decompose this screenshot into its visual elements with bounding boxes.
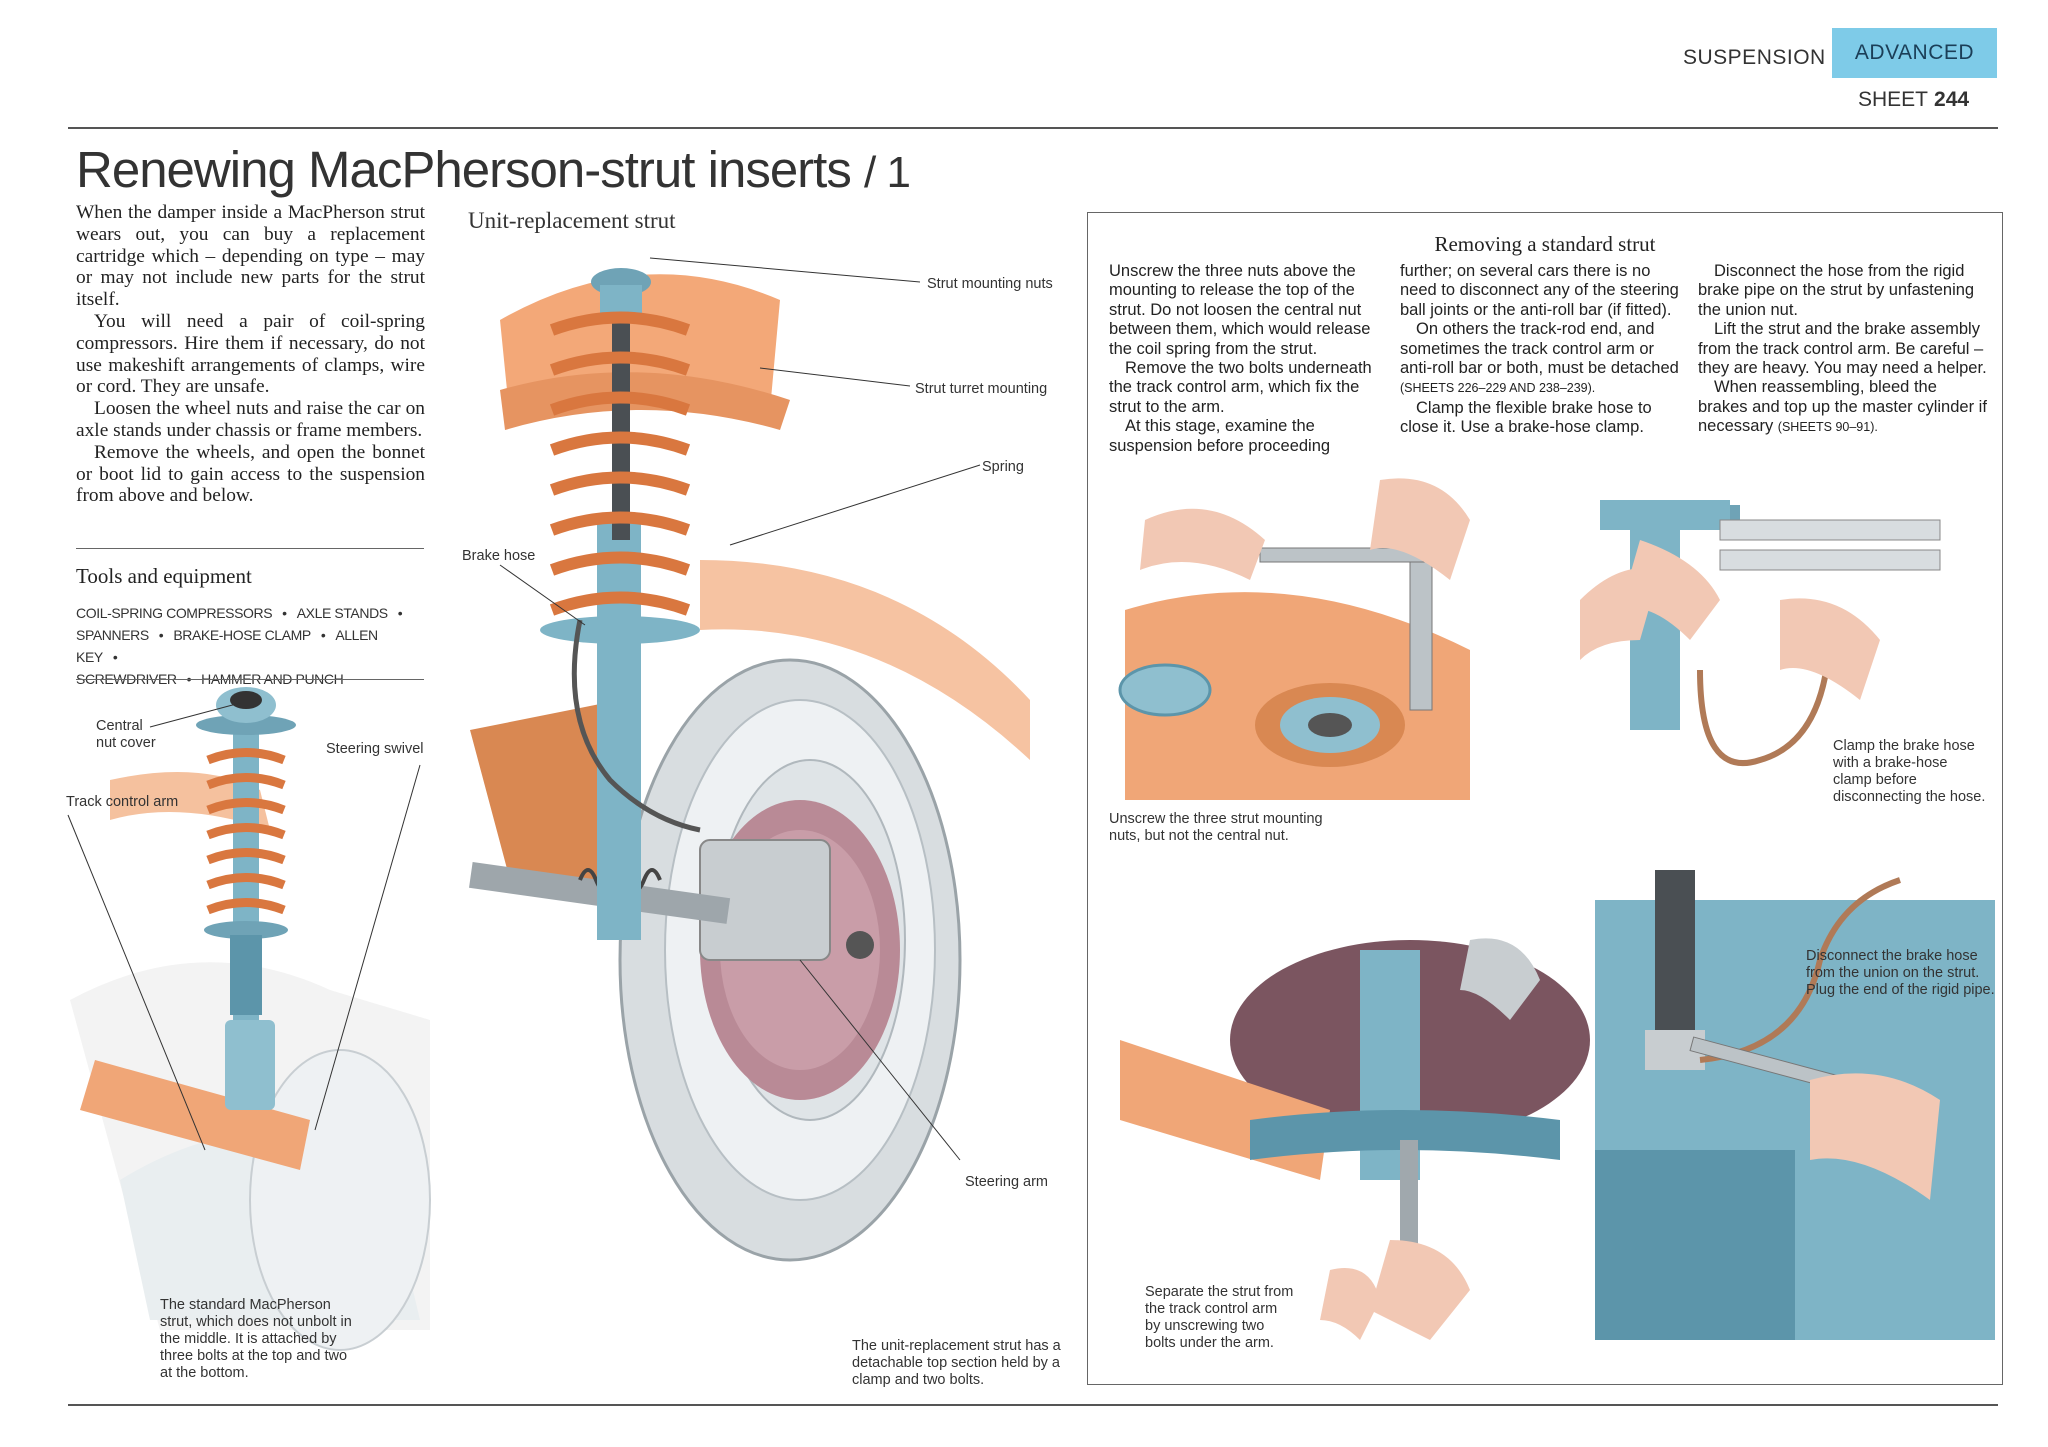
tool-item: SPANNERS — [76, 627, 149, 643]
label-spring: Spring — [982, 459, 1024, 475]
col2-paragraph: On others the track-rod end, and sometim… — [1400, 320, 1685, 399]
col3-paragraph: When reassembling, bleed the brakes and … — [1698, 378, 1988, 437]
tools-title: Tools and equipment — [76, 564, 252, 588]
label-strut-turret-mounting: Strut turret mounting — [915, 381, 1048, 397]
label-strut-mounting-nuts: Strut mounting nuts — [927, 276, 1053, 292]
sheet-number: 244 — [1934, 88, 1970, 111]
col2-paragraph: further; on several cars there is no nee… — [1400, 262, 1679, 319]
removing-column-1: Unscrew the three nuts above the mountin… — [1109, 262, 1389, 456]
level-badge: ADVANCED — [1832, 28, 1997, 78]
intro-text: When the damper inside a MacPherson stru… — [76, 202, 425, 507]
header-rule — [68, 127, 1998, 129]
intro-paragraph: When the damper inside a MacPherson stru… — [76, 202, 425, 311]
caption-unscrew-nuts: Unscrew the three strut mounting nuts, b… — [1109, 811, 1323, 844]
col1-paragraph: Remove the two bolts underneath the trac… — [1109, 359, 1372, 416]
label-steering-arm: Steering arm — [965, 1174, 1049, 1190]
title-main: Renewing MacPherson-strut inserts — [76, 141, 852, 198]
footer-rule — [68, 1404, 1998, 1406]
tool-item: BRAKE-HOSE CLAMP — [173, 627, 311, 643]
unit-strut-title: Unit-replacement strut — [468, 208, 676, 233]
col3-p3-ref: (SHEETS 90–91). — [1777, 420, 1878, 435]
label-central-line2: nut cover — [96, 735, 156, 751]
sheet-word: SHEET — [1858, 88, 1929, 111]
intro-paragraph: You will need a pair of coil-spring comp… — [76, 310, 425, 398]
standard-strut-caption: The standard MacPherson strut, which doe… — [160, 1297, 352, 1381]
tools-rule-top — [76, 548, 424, 549]
tool-item: COIL-SPRING COMPRESSORS — [76, 605, 273, 621]
col1-paragraph: At this stage, examine the suspension be… — [1109, 417, 1331, 455]
col1-paragraph: Unscrew the three nuts above the mountin… — [1109, 262, 1371, 358]
label-brake-hose: Brake hose — [462, 548, 536, 564]
step-disconnect-illustration — [1595, 870, 1995, 1340]
col3-p3-text: When reassembling, bleed the brakes and … — [1698, 378, 1987, 436]
intro-paragraph: Remove the wheels, and open the bonnet o… — [76, 441, 425, 507]
removing-column-3: Disconnect the hose from the rigid brake… — [1698, 262, 1988, 438]
removing-column-2: further; on several cars there is no nee… — [1400, 262, 1685, 438]
caption-disconnect-hose: Disconnect the brake hose from the union… — [1806, 948, 1995, 998]
page-title: Renewing MacPherson-strut inserts / 1 — [76, 140, 911, 199]
label-steering-swivel: Steering swivel — [326, 741, 424, 757]
unit-strut-caption: The unit-replacement strut has a detacha… — [852, 1338, 1061, 1388]
standard-strut-illustration — [67, 687, 431, 1351]
step-unscrew-illustration — [1118, 478, 1470, 800]
section-label: SUSPENSION — [1683, 46, 1826, 69]
step-separate-illustration — [1120, 938, 1590, 1340]
caption-clamp-hose: Clamp the brake hose with a brake-hose c… — [1833, 738, 1986, 805]
title-part: / 1 — [864, 148, 911, 197]
tool-item: AXLE STANDS — [296, 605, 388, 621]
tools-rule-bottom — [76, 679, 424, 680]
col2-p2-text: On others the track-rod end, and sometim… — [1400, 320, 1679, 378]
caption-separate-strut: Separate the strut from the track contro… — [1145, 1284, 1294, 1351]
label-track-control-arm: Track control arm — [66, 794, 179, 810]
intro-paragraph: Loosen the wheel nuts and raise the car … — [76, 398, 425, 441]
col3-paragraph: Disconnect the hose from the rigid brake… — [1698, 262, 1975, 319]
label-central-line1: Central — [96, 718, 143, 734]
removing-panel — [1087, 212, 2003, 1385]
removing-title: Removing a standard strut — [1434, 232, 1656, 256]
unit-strut-illustration — [469, 257, 1030, 1262]
tool-item: ALLEN KEY — [76, 627, 378, 665]
col3-paragraph: Lift the strut and the brake assembly fr… — [1698, 320, 1987, 378]
step-clamp-illustration — [1580, 500, 1941, 767]
col2-p2-ref: (SHEETS 226–229 AND 238–239). — [1400, 381, 1596, 396]
col2-paragraph: Clamp the flexible brake hose to close i… — [1400, 398, 1652, 437]
